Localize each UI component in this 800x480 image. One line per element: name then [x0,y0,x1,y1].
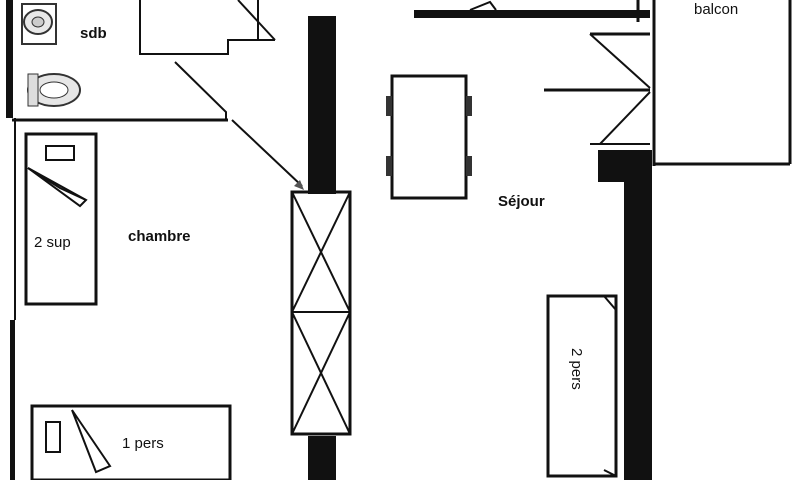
right-wall-corner [598,150,652,182]
bed-label-double: 2 pers [568,348,585,390]
chair-icon [386,96,392,116]
bed-label-single: 1 pers [122,435,164,452]
chair-icon [466,96,472,116]
extra-bed [24,132,98,306]
left-outer-wall-lower [10,320,15,480]
toilet-icon [27,73,81,107]
room-label-sdb: sdb [80,25,107,42]
left-outer-wall [6,0,13,118]
sink-icon [21,3,57,45]
bathroom-fixtures [21,3,81,107]
room-label-sejour: Séjour [498,193,545,210]
central-wall-top [308,16,336,194]
chair-icon [466,156,472,176]
chair-icon [386,156,392,176]
storage-shaft [290,190,352,436]
single-bed [30,404,232,480]
balcony-door [544,32,651,145]
central-wall-bottom [308,436,336,480]
bed-label-extra: 2 sup [34,234,71,251]
kitchen-detail [469,0,497,11]
dining-table [386,74,472,200]
room-label-chambre: chambre [128,228,191,245]
staircase [139,0,304,190]
top-wall-segment [414,10,650,18]
right-wall [624,150,652,480]
room-label-balcon: balcon [694,1,738,18]
walls [6,0,792,480]
double-bed [546,294,618,478]
